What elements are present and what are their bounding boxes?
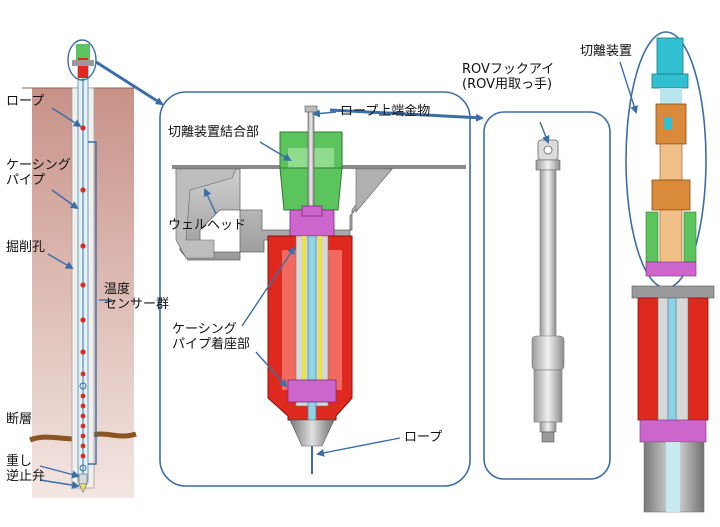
sensor-ring-low bbox=[79, 464, 87, 472]
separator-red-right bbox=[687, 297, 709, 421]
separator-cyan-collar bbox=[651, 73, 689, 89]
label-casing-pipe: ケーシング パイプ bbox=[6, 158, 71, 188]
bottom-cone bbox=[289, 419, 335, 447]
yellow-rod-right bbox=[318, 236, 322, 402]
separator-orange-2 bbox=[651, 179, 691, 211]
hook-body-lower bbox=[533, 369, 563, 423]
label-casing-seat: ケーシング パイプ着座部 bbox=[172, 322, 251, 352]
wellhead-top-plate bbox=[72, 60, 94, 66]
separator-red-left bbox=[637, 297, 659, 421]
zoom-arrow-mid bbox=[329, 108, 484, 122]
label-rope-left: ロープ bbox=[6, 94, 45, 109]
temperature-sensors bbox=[80, 125, 86, 459]
yellow-rod-left bbox=[302, 236, 306, 402]
sensor-bracket bbox=[88, 141, 97, 465]
borehole-panel bbox=[22, 39, 164, 498]
label-borehole: 掘削孔 bbox=[6, 240, 46, 255]
fitting-cap bbox=[304, 105, 318, 113]
separator-seat-ring bbox=[639, 419, 707, 443]
separator-cyan-top bbox=[656, 37, 684, 75]
rov-leader bbox=[539, 121, 550, 144]
wellhead-left-block bbox=[175, 168, 237, 259]
wellhead-right-block bbox=[355, 168, 393, 213]
separator-cyan-neck bbox=[660, 88, 682, 104]
hook-shaft bbox=[539, 169, 557, 349]
hook-collar bbox=[535, 159, 561, 171]
separator-green-right bbox=[683, 211, 697, 263]
hook-eye-hole bbox=[543, 145, 553, 155]
separator-rope-core bbox=[667, 297, 677, 439]
label-separator: 切離装置 bbox=[580, 44, 633, 59]
wellhead-top-red bbox=[78, 58, 88, 78]
label-rov-hook-eye: ROVフックアイ (ROV用取っ手) bbox=[462, 62, 555, 92]
label-rope-bottom: ロープ bbox=[404, 430, 443, 445]
hook-body-upper bbox=[531, 335, 565, 371]
separator-orange-body bbox=[659, 209, 683, 267]
zoom-arrow-left bbox=[95, 60, 164, 106]
label-rope-top-fitting: ロープ上端金物 bbox=[340, 104, 431, 119]
separator-magenta-ring bbox=[645, 261, 697, 277]
weight bbox=[78, 473, 88, 485]
casing-seat-ring bbox=[287, 379, 337, 403]
separator-orange-neck bbox=[659, 143, 683, 181]
separator-lower-core bbox=[666, 442, 680, 512]
separator-green-left bbox=[645, 211, 659, 263]
hook-end bbox=[541, 431, 555, 443]
label-fault: 断層 bbox=[6, 412, 33, 427]
magenta-collar bbox=[301, 205, 323, 217]
sensor-ring bbox=[79, 382, 87, 390]
check-valve bbox=[78, 483, 88, 493]
wellhead-detail-panel bbox=[159, 91, 484, 487]
cyan-rope-core bbox=[307, 235, 317, 437]
separator-leader bbox=[619, 61, 638, 114]
rov-hook-panel bbox=[483, 111, 611, 480]
label-separator-coupling: 切離装置結合部 bbox=[168, 125, 260, 140]
label-weight-valve: 重し 逆止弁 bbox=[6, 454, 46, 484]
separator-assembly bbox=[619, 31, 715, 513]
separator-plate bbox=[631, 285, 715, 299]
label-wellhead: ウェルヘッド bbox=[168, 218, 247, 233]
wellhead-top-green bbox=[76, 44, 90, 60]
separator-cyan-latch bbox=[664, 118, 672, 130]
left-leader-lines bbox=[39, 107, 112, 490]
hook-tip bbox=[539, 421, 557, 433]
mid-leader-lines bbox=[203, 109, 401, 457]
detail-circle bbox=[67, 39, 97, 81]
label-temperature-sensors: 温度 センサー群 bbox=[104, 282, 170, 312]
